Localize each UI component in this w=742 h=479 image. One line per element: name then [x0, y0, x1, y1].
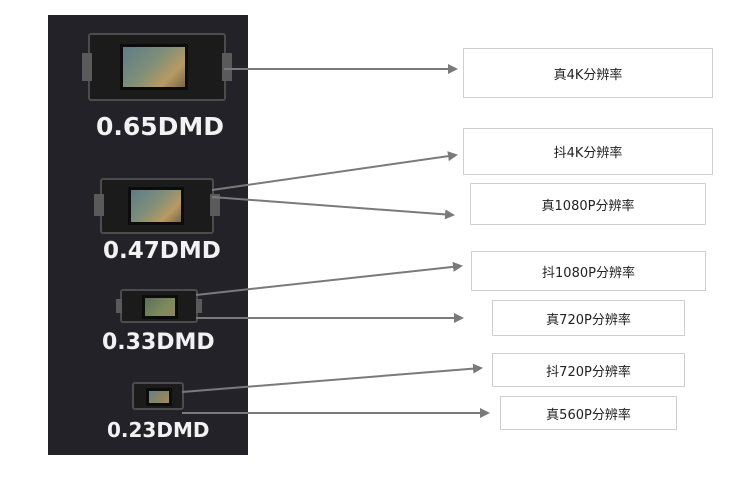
arrow-023-to-shift-720p: [181, 363, 483, 393]
dmd-chip-065: [82, 33, 232, 101]
arrow-047-to-true-1080p: [211, 196, 455, 220]
resolution-box-shift-720p: 抖720P分辨率: [492, 353, 685, 387]
resolution-box-true-560p: 真560P分辨率: [500, 396, 677, 430]
resolution-label: 抖720P分辨率: [546, 364, 631, 380]
dmd-label-047: 0.47DMD: [103, 238, 221, 264]
dmd-label-023: 0.23DMD: [107, 418, 210, 442]
dmd-chip-023: [132, 382, 184, 410]
arrow-033-to-shift-1080p: [195, 261, 463, 296]
dmd-chip-047: [94, 178, 220, 234]
dmd-chip-033: [116, 289, 202, 323]
resolution-box-true-720p: 真720P分辨率: [492, 300, 685, 336]
resolution-label: 真1080P分辨率: [541, 198, 635, 214]
arrow-047-to-shift-4k: [211, 151, 458, 191]
resolution-label: 真4K分辨率: [553, 67, 623, 83]
dmd-label-033: 0.33DMD: [102, 330, 215, 355]
resolution-label: 抖4K分辨率: [553, 146, 623, 161]
resolution-box-shift-1080p: 抖1080P分辨率: [471, 251, 706, 291]
resolution-box-true-4k: 真4K分辨率: [463, 48, 713, 98]
resolution-box-shift-4k: 抖4K分辨率: [463, 128, 713, 175]
resolution-label: 抖1080P分辨率: [542, 265, 635, 281]
resolution-label: 真720P分辨率: [546, 312, 631, 328]
resolution-box-true-1080p: 真1080P分辨率: [470, 183, 706, 225]
resolution-label: 真560P分辨率: [546, 407, 631, 423]
dmd-label-065: 0.65DMD: [96, 112, 225, 141]
